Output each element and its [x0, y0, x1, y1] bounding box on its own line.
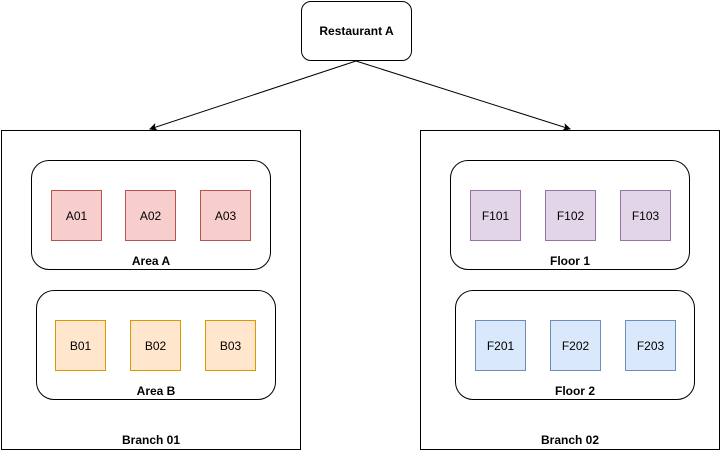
group-area-a-label: Area A: [131, 254, 171, 268]
root-node-label: Restaurant A: [319, 24, 394, 38]
root-node-restaurant[interactable]: Restaurant A: [301, 1, 412, 61]
table-f203[interactable]: F203: [625, 320, 676, 371]
table-b01[interactable]: B01: [55, 320, 106, 371]
branch-01-label: Branch 01: [121, 433, 181, 447]
table-f201[interactable]: F201: [475, 320, 526, 371]
branch-02-label: Branch 02: [540, 433, 600, 447]
table-a02[interactable]: A02: [125, 190, 176, 241]
table-b02[interactable]: B02: [130, 320, 181, 371]
table-a03[interactable]: A03: [200, 190, 251, 241]
table-f102[interactable]: F102: [545, 190, 596, 241]
group-floor-1-label: Floor 1: [549, 254, 590, 268]
table-f103[interactable]: F103: [620, 190, 671, 241]
group-floor-2-label: Floor 2: [554, 384, 595, 398]
edge-root-to-branch-01: [149, 60, 357, 131]
table-f101[interactable]: F101: [470, 190, 521, 241]
table-a01[interactable]: A01: [51, 190, 102, 241]
table-b03[interactable]: B03: [205, 320, 256, 371]
edge-root-to-branch-02: [355, 60, 571, 131]
table-f202[interactable]: F202: [550, 320, 601, 371]
group-area-b-label: Area B: [136, 384, 176, 398]
